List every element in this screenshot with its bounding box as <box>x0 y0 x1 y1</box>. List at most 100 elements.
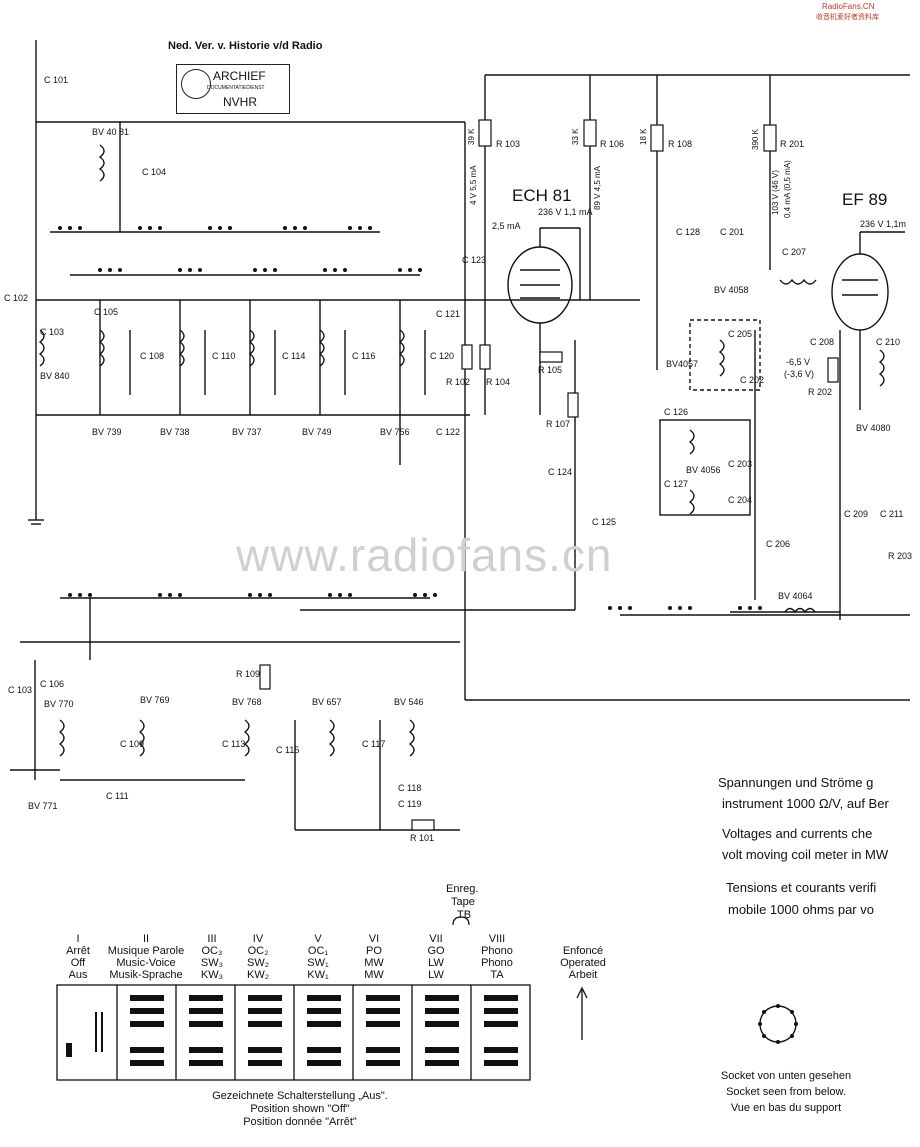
col4-l3: KW₂ <box>247 969 269 981</box>
pressed-l3: Arbeit <box>568 969 598 981</box>
label-c128: C 128 <box>676 227 701 237</box>
label-c103b: C 103 <box>8 685 33 695</box>
socket-l2: Socket seen from below. <box>726 1086 846 1098</box>
col5-l1: OC₁ <box>307 945 329 957</box>
col8-l2: Phono <box>481 957 513 969</box>
tube-ef89: EF 89 <box>842 190 888 209</box>
label-bv4081: BV 40 81 <box>92 127 130 137</box>
label-c104: C 104 <box>142 167 167 177</box>
col2-num: II <box>142 933 150 945</box>
label-bv4056: BV 4056 <box>686 465 721 475</box>
col2-l1: Musique Parole <box>107 945 185 957</box>
label-c106: C 106 <box>40 679 65 689</box>
col6-l2: MW <box>364 957 384 969</box>
note-fr-2: mobile 1000 ohms par vo <box>728 902 874 917</box>
note-fr-1: Tensions et courants verifi <box>726 880 877 895</box>
label-v36: (-3,6 V) <box>784 369 815 379</box>
label-c127: C 127 <box>664 479 689 489</box>
label-r101: R 101 <box>410 833 435 843</box>
socket-l1: Socket von unten gesehen <box>720 1070 852 1082</box>
stamp-line1: ARCHIEF <box>213 69 266 83</box>
note-de-2: instrument 1000 Ω/V, auf Ber <box>722 796 889 811</box>
note-de-1: Spannungen und Ströme g <box>718 775 874 790</box>
label-c105: C 105 <box>94 307 119 317</box>
label-c204: C 204 <box>728 495 753 505</box>
table-col-8: VIII Phono Phono TA <box>472 933 522 981</box>
label-bv737: BV 737 <box>232 427 262 437</box>
watermark: www.radiofans.cn <box>236 529 613 581</box>
label-c202: C 202 <box>740 375 765 385</box>
col3-l1: OC₃ <box>201 945 223 957</box>
switch-caption: Gezeichnete Schalterstellung „Aus". Posi… <box>170 1090 430 1129</box>
label-c113: C 113 <box>222 739 246 749</box>
label-c206: C 206 <box>766 539 791 549</box>
col4-l2: SW₂ <box>247 957 269 969</box>
col8-num: VIII <box>488 933 506 945</box>
label-bv768: BV 768 <box>232 697 262 707</box>
label-c117: C 117 <box>362 739 386 749</box>
label-c203: C 203 <box>728 459 753 469</box>
note-en-1: Voltages and currents che <box>722 826 873 841</box>
label-r109: R 109 <box>236 669 261 679</box>
header-title: Ned. Ver. v. Historie v/d Radio <box>168 40 323 52</box>
table-col-2: II Musique Parole Music-Voice Musik-Spra… <box>98 933 194 981</box>
col6-l1: PO <box>366 945 382 957</box>
table-col-4: IV OC₂ SW₂ KW₂ <box>240 933 276 981</box>
label-r201: R 201 <box>780 139 805 149</box>
label-bv546: BV 546 <box>394 697 424 707</box>
label-c111: C 111 <box>106 791 129 801</box>
col7-l2: LW <box>428 957 444 969</box>
value-4v: 4 V 5,5 mA <box>469 165 478 205</box>
label-bv771: BV 771 <box>28 801 58 811</box>
socket-caption: Socket von unten gesehen Socket seen fro… <box>696 1070 876 1115</box>
table-col-7: VII GO LW LW <box>418 933 454 981</box>
label-c208: C 208 <box>810 337 835 347</box>
label-bv749: BV 749 <box>302 427 332 437</box>
label-c114: C 114 <box>282 351 306 361</box>
seal-icon <box>181 69 211 99</box>
label-c109: C 109 <box>120 739 145 749</box>
stamp-line2: DOCUMENTATIEDIENST <box>207 85 265 91</box>
table-tape: Tape <box>451 896 475 908</box>
label-bv738: BV 738 <box>160 427 190 437</box>
label-c115: C 115 <box>276 745 300 755</box>
pressed-l2: Operated <box>560 957 606 969</box>
note-en-2: volt moving coil meter in MW <box>722 847 889 862</box>
label-bv840: BV 840 <box>40 371 70 381</box>
label-bv756: BV 756 <box>380 427 410 437</box>
label-v236b: 236 V 1,1m <box>860 219 907 229</box>
tube-ech81: ECH 81 <box>512 186 572 205</box>
label-r104: R 104 <box>486 377 511 387</box>
col3-num: III <box>207 933 217 945</box>
label-bv769: BV 769 <box>140 695 170 705</box>
label-bv770: BV 770 <box>44 699 74 709</box>
table-tb: TB <box>457 909 472 921</box>
label-c108: C 108 <box>140 351 165 361</box>
col1-l1: Arrêt <box>66 945 90 957</box>
label-c116: C 116 <box>352 351 376 361</box>
label-r102: R 102 <box>446 377 471 387</box>
label-c110: C 110 <box>212 351 236 361</box>
label-c207: C 207 <box>782 247 807 257</box>
col2-l3: Musik-Sprache <box>109 969 183 981</box>
table-col-3: III OC₃ SW₃ KW₃ <box>194 933 230 981</box>
label-bv657: BV 657 <box>312 697 342 707</box>
table-col-5: V OC₁ SW₁ KW₁ <box>300 933 336 981</box>
label-r106: R 106 <box>600 139 625 149</box>
label-c126: C 126 <box>664 407 689 417</box>
col3-l2: SW₃ <box>200 957 224 969</box>
table-enreg: Enreg. <box>446 883 479 895</box>
label-c125: C 125 <box>592 517 617 527</box>
label-c118: C 118 <box>398 783 422 793</box>
label-bv4058: BV 4058 <box>714 285 749 295</box>
label-c101: C 101 <box>44 75 69 85</box>
value-89v: 89 V 4,5 mA <box>593 165 602 210</box>
col6-l3: MW <box>364 969 384 981</box>
label-c209: C 209 <box>844 509 869 519</box>
col7-num: VII <box>429 933 443 945</box>
label-c205: C 205 <box>728 329 753 339</box>
col5-l2: SW₁ <box>307 957 329 969</box>
col6-num: VI <box>368 933 380 945</box>
stamp-line3: NVHR <box>223 95 258 109</box>
